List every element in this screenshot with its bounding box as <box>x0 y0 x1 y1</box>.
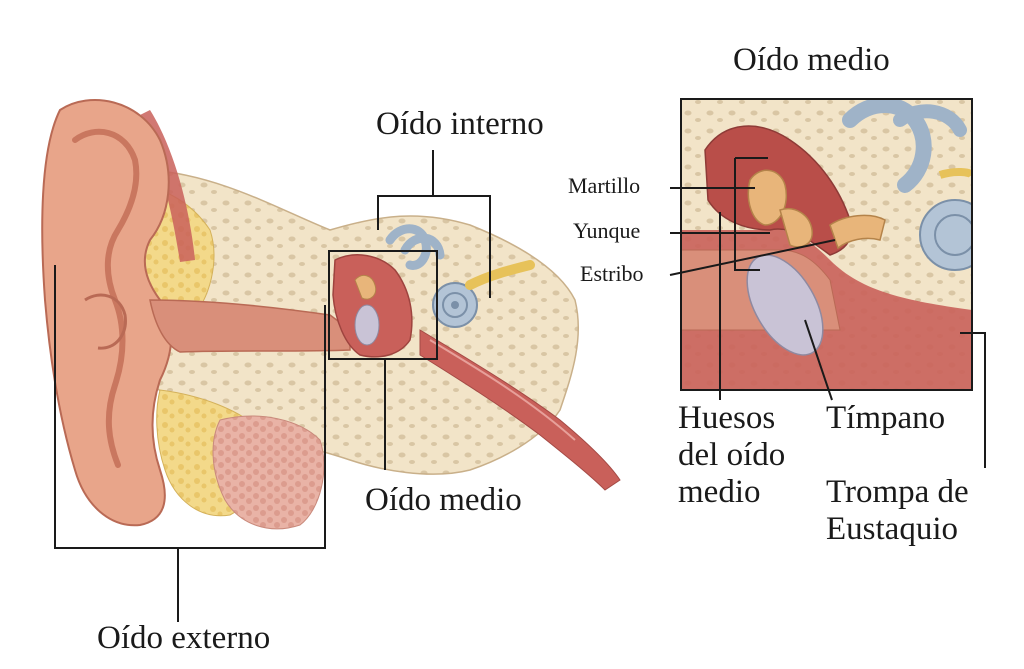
ear-canal <box>149 299 351 353</box>
label-inset-title: Oído medio <box>733 42 890 78</box>
label-eustachian-tube: Trompa de Eustaquio <box>826 474 969 547</box>
leader-lines <box>54 150 986 622</box>
label-inner-ear: Oído interno <box>376 106 544 142</box>
label-ossicles: Huesos del oído medio <box>678 400 786 510</box>
ossicles-bracket <box>734 157 768 271</box>
stirrup-leader <box>669 239 836 276</box>
inner-ear-main <box>385 224 535 328</box>
eustachian-leader <box>960 332 986 468</box>
label-anvil: Yunque <box>573 218 641 243</box>
label-outer-ear: Oído externo <box>97 620 271 656</box>
label-eardrum: Tímpano <box>826 400 946 436</box>
middle-ear-cavity <box>332 254 413 358</box>
middle-ear-highlight-box <box>328 250 438 360</box>
label-hammer: Martillo <box>568 173 641 198</box>
inset-panel <box>680 98 973 391</box>
auricle <box>41 99 173 527</box>
outer-ear-bracket <box>54 265 326 549</box>
eustachian-tube-main <box>419 329 621 491</box>
parotid-tissue <box>212 415 325 530</box>
label-middle-ear: Oído medio <box>365 482 522 518</box>
eardrum-leader <box>804 319 833 401</box>
label-stirrup: Estribo <box>580 261 644 286</box>
